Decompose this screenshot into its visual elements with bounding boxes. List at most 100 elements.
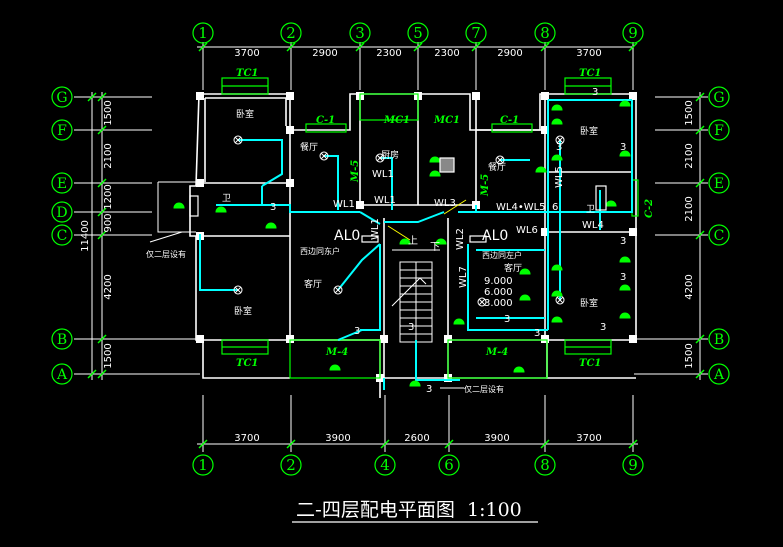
elevation-2: 6.000 bbox=[484, 287, 513, 298]
axis-bubble-bottom-9 bbox=[622, 454, 644, 476]
axis-bubble-right-G bbox=[708, 86, 730, 108]
socket-icon bbox=[519, 294, 531, 301]
socket-icon bbox=[551, 104, 563, 111]
dim-top-4: 2300 bbox=[434, 48, 459, 59]
note-floor2-left: 仅二层设有 bbox=[146, 249, 186, 259]
dim-top-1: 3700 bbox=[234, 48, 259, 59]
elevation-1: 9.000 bbox=[484, 276, 513, 287]
dim-bottom-4: 3900 bbox=[484, 433, 509, 444]
dim-left-1: 1500 bbox=[103, 100, 114, 125]
axis-label-left-G: G bbox=[56, 90, 67, 106]
ceiling-light-icon bbox=[233, 285, 243, 295]
socket-icon bbox=[453, 318, 465, 325]
room-living-left: 客厅 bbox=[304, 278, 322, 290]
axis-bubble-top-1 bbox=[192, 22, 214, 44]
axis-bubble-right-F bbox=[708, 119, 730, 141]
dim-bottom-3: 2600 bbox=[404, 433, 429, 444]
label-wl3: WL3 bbox=[434, 198, 456, 209]
label-m5-left: M-5 bbox=[350, 160, 361, 183]
axis-bubble-left-G bbox=[51, 86, 73, 108]
panel-box-icon bbox=[189, 195, 199, 217]
label-tc1-top-left: TC1 bbox=[236, 68, 258, 79]
label-wl2: WL2 bbox=[455, 228, 466, 250]
socket-icon bbox=[535, 166, 547, 173]
label-wl4: WL4 bbox=[582, 220, 604, 231]
label-down: 下 bbox=[430, 242, 440, 253]
axis-bubble-left-E bbox=[51, 172, 73, 194]
axis-label-top-1: 1 bbox=[198, 24, 208, 42]
socket-icon bbox=[435, 238, 447, 245]
dim-right-2: 2100 bbox=[684, 143, 695, 168]
windows bbox=[221, 77, 639, 379]
dim-left-5: 4200 bbox=[103, 274, 114, 299]
socket-icon bbox=[329, 364, 341, 371]
axis-bubble-right-E bbox=[708, 172, 730, 194]
note-right-unit: 西边同左户 bbox=[482, 250, 522, 260]
elevation-3: 3.000 bbox=[484, 298, 513, 309]
socket-icon bbox=[513, 366, 525, 373]
axis-bubble-left-C bbox=[51, 224, 73, 246]
axis-bubble-bottom-6 bbox=[438, 454, 460, 476]
axis-label-right-A: A bbox=[713, 367, 725, 383]
title-block: 二-四层配电平面图 1:100 bbox=[292, 499, 538, 523]
socket-icon bbox=[215, 206, 227, 213]
wire-count-3: 3 bbox=[556, 142, 562, 153]
room-bedroom-top-right: 卧室 bbox=[580, 125, 598, 137]
socket-icon bbox=[551, 154, 563, 161]
label-m4-right: M-4 bbox=[485, 347, 508, 358]
socket-icon bbox=[399, 238, 411, 245]
dim-right-1: 1500 bbox=[684, 100, 695, 125]
dim-left-3: 1200 bbox=[103, 184, 114, 209]
wire-count-3: 3 bbox=[408, 322, 414, 333]
axis-bubble-top-7 bbox=[465, 22, 487, 44]
label-wl1-b: WL1 bbox=[372, 169, 394, 180]
panel-box-icon bbox=[361, 235, 379, 243]
socket-icon bbox=[551, 290, 563, 297]
axis-bubble-top-9 bbox=[622, 22, 644, 44]
axis-bubble-right-C bbox=[708, 224, 730, 246]
ceiling-light-icon bbox=[555, 135, 565, 145]
socket-icon bbox=[619, 150, 631, 157]
socket-fixtures bbox=[173, 100, 631, 387]
axis-label-bottom-1: 1 bbox=[198, 456, 208, 474]
label-wl-vertical: WL1 bbox=[370, 218, 381, 240]
top-axis-group: 1 2 3 5 7 8 9 3700 2900 2300 2300 2900 3… bbox=[192, 22, 644, 90]
axis-bubble-left-A bbox=[51, 363, 73, 385]
label-m4-left: M-4 bbox=[325, 347, 348, 358]
socket-icon bbox=[265, 222, 277, 229]
room-dining-right: 餐厅 bbox=[488, 161, 506, 173]
axis-label-top-2: 2 bbox=[286, 24, 296, 42]
axis-bubble-top-5 bbox=[407, 22, 429, 44]
socket-icon bbox=[519, 268, 531, 275]
wire-count-3: 3 bbox=[534, 328, 540, 339]
label-tc1-top-right: TC1 bbox=[579, 68, 601, 79]
wire-count-3: 3 bbox=[600, 322, 606, 333]
wiring bbox=[199, 99, 633, 390]
axis-label-right-B: B bbox=[714, 332, 724, 348]
ceiling-light-icon bbox=[233, 135, 243, 145]
label-al0-left: AL0 bbox=[334, 228, 360, 244]
wire-count-3: 3 bbox=[620, 142, 626, 153]
light-fixtures bbox=[233, 135, 565, 307]
axis-label-bottom-4: 4 bbox=[380, 456, 390, 474]
dim-left-total: 11400 bbox=[80, 220, 91, 252]
label-wl5: WL5 bbox=[554, 166, 565, 188]
ceiling-light-icon bbox=[375, 153, 385, 163]
axis-label-top-8: 8 bbox=[540, 24, 550, 42]
label-c1-right: C-1 bbox=[500, 115, 519, 126]
wire-count-3: 3 bbox=[620, 272, 626, 283]
distribution-panels bbox=[189, 157, 607, 243]
left-annex bbox=[149, 181, 196, 243]
dim-bottom-1: 3700 bbox=[234, 433, 259, 444]
wire-count-3: 3 bbox=[592, 87, 598, 98]
axis-bubble-bottom-2 bbox=[280, 454, 302, 476]
axis-label-right-E: E bbox=[714, 176, 724, 192]
wire-count-3: 3 bbox=[354, 326, 360, 337]
dim-right-3: 2100 bbox=[684, 196, 695, 221]
socket-icon bbox=[619, 284, 631, 291]
dim-right-5: 1500 bbox=[684, 343, 695, 368]
label-tc1-bottom-right: TC1 bbox=[579, 358, 601, 369]
label-m5-right: M-5 bbox=[480, 174, 491, 197]
socket-icon bbox=[429, 170, 441, 177]
socket-icon bbox=[551, 118, 563, 125]
